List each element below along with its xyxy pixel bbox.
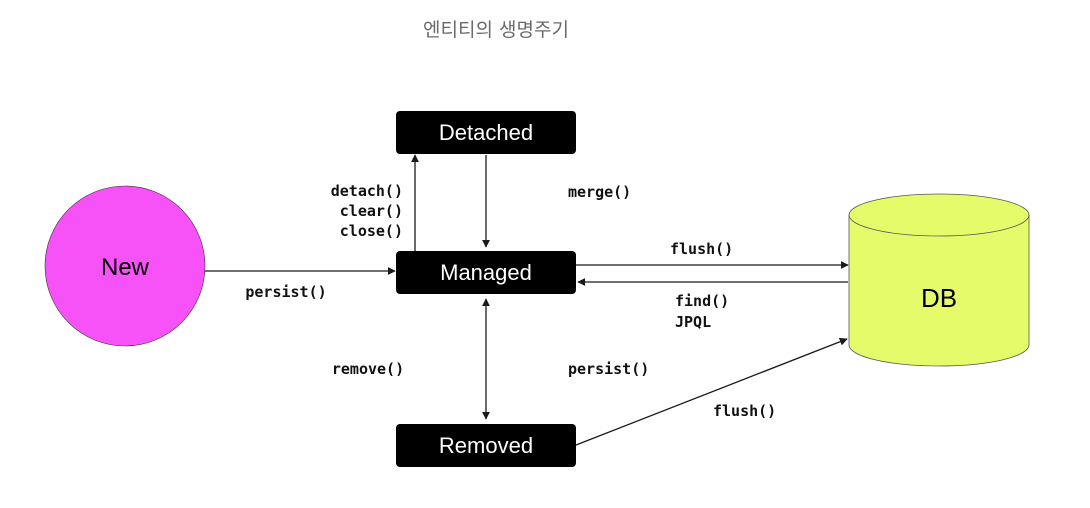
label-detach: detach() <box>331 182 403 200</box>
node-db-label: DB <box>921 283 957 313</box>
node-detached: Detached <box>396 111 576 154</box>
label-clear: clear() <box>340 202 403 220</box>
node-detached-box <box>396 111 576 154</box>
label-persist-new: persist() <box>245 283 326 301</box>
node-removed-box <box>396 424 576 467</box>
node-managed-label: Managed <box>440 260 532 285</box>
node-new-shape <box>44 185 206 347</box>
edge-labels: persist() detach() clear() close() merge… <box>245 182 776 420</box>
node-detached-label: Detached <box>439 120 533 145</box>
edge-removed-to-db <box>575 337 848 446</box>
label-remove: remove() <box>332 360 404 378</box>
node-new-label: New <box>101 254 150 281</box>
node-db-top <box>848 193 1030 237</box>
node-db: DB <box>848 193 1030 367</box>
node-db-body <box>848 214 1030 367</box>
node-removed-label: Removed <box>439 433 533 458</box>
edges <box>205 154 849 446</box>
label-persist-removed: persist() <box>568 360 649 378</box>
node-removed: Removed <box>396 424 576 467</box>
label-flush-db: flush() <box>670 240 733 258</box>
label-flush-removed: flush() <box>713 402 776 420</box>
label-find: find() <box>675 292 729 310</box>
diagram-title: 엔티티의 생명주기 <box>423 19 569 41</box>
label-jpql: JPQL <box>675 313 711 331</box>
node-new: New <box>44 185 206 347</box>
label-close: close() <box>340 222 403 240</box>
label-merge: merge() <box>568 183 631 201</box>
node-managed-box <box>396 251 576 294</box>
node-managed: Managed <box>396 251 576 294</box>
